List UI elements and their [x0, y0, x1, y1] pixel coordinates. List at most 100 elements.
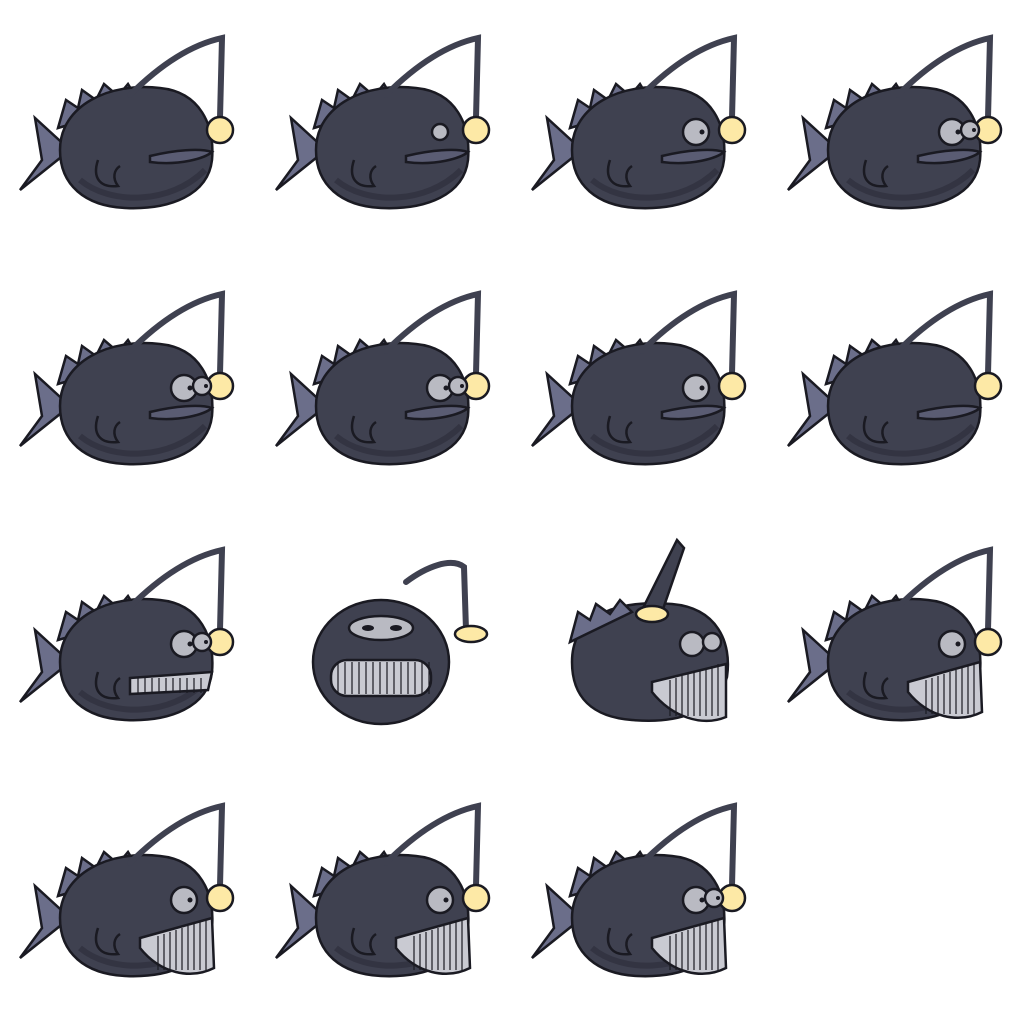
belly-shade [334, 423, 464, 457]
tail-fin [786, 370, 840, 447]
lure-rod [895, 290, 994, 377]
pectoral-fin [94, 671, 121, 700]
anglerfish-sprite [311, 560, 489, 726]
eye [430, 122, 450, 142]
eye [681, 117, 711, 147]
pupil [362, 625, 374, 631]
tail-fin [18, 626, 72, 703]
body [826, 341, 982, 466]
lure-bulb [461, 115, 491, 145]
pectoral-fin [94, 415, 121, 444]
eye [169, 885, 199, 915]
belly-shade [78, 679, 208, 713]
sprite-frame-10 [256, 512, 512, 768]
far-eye [191, 631, 213, 653]
pectoral-fin [94, 927, 121, 956]
mouth-teeth [329, 658, 433, 698]
mouth-teeth [128, 670, 214, 696]
mouth [916, 148, 983, 165]
far-pupil [460, 384, 464, 388]
mouth [404, 404, 471, 421]
mouth [148, 148, 215, 165]
pupil [443, 385, 449, 391]
anglerfish-sprite [18, 802, 235, 978]
body [58, 597, 214, 722]
sprite-frame-6 [256, 256, 512, 512]
anglerfish-sprite [18, 34, 235, 210]
anglerfish-sprite [786, 290, 1003, 466]
body [826, 85, 982, 210]
body [58, 85, 214, 210]
far-pupil [204, 384, 208, 388]
tail-fin [786, 114, 840, 191]
eyes-band [347, 614, 415, 642]
pectoral-fin [94, 159, 121, 188]
pectoral-fin [862, 671, 889, 700]
anglerfish-sprite [530, 802, 747, 978]
tail-fin [274, 114, 328, 191]
sprite-frame-3 [512, 0, 768, 256]
lure-bulb [634, 604, 670, 624]
anglerfish-sprite [568, 537, 730, 722]
lure-rod [639, 290, 738, 377]
pupil [955, 129, 961, 135]
lure-rod [127, 546, 226, 633]
pectoral-fin [350, 415, 377, 444]
lure-bulb [461, 883, 491, 913]
mouth [660, 404, 727, 421]
pupil [699, 129, 705, 135]
sprite-frame-15 [512, 768, 768, 1024]
pupil [187, 385, 193, 391]
belly-shade [590, 167, 720, 201]
belly-shade [78, 423, 208, 457]
far-eye [701, 631, 723, 653]
lure-rod [639, 802, 738, 889]
sprite-frame-12 [768, 512, 1024, 768]
pupil [443, 897, 449, 903]
far-eye [191, 375, 213, 397]
pupil [390, 625, 402, 631]
pectoral-fin [350, 159, 377, 188]
pectoral-fin [606, 927, 633, 956]
belly-shade [78, 167, 208, 201]
far-eye [959, 119, 981, 141]
body [570, 341, 726, 466]
tail-fin [786, 626, 840, 703]
eye [937, 629, 967, 659]
mouth [660, 148, 727, 165]
anglerfish-sprite [18, 546, 235, 722]
mouth [148, 404, 215, 421]
lure-bulb [717, 371, 747, 401]
lure-rod [127, 802, 226, 889]
anglerfish-sprite [786, 546, 1003, 722]
tail-fin [18, 370, 72, 447]
anglerfish-sprite [18, 290, 235, 466]
lure-rod [383, 290, 482, 377]
lure-rod [383, 802, 482, 889]
tail-fin [18, 882, 72, 959]
sprite-frame-5 [0, 256, 256, 512]
tail-fin [530, 370, 584, 447]
pectoral-fin [606, 415, 633, 444]
far-pupil [716, 896, 720, 900]
sprite-frame-11 [512, 512, 768, 768]
lure-rod [639, 34, 738, 121]
sprite-frame-2 [256, 0, 512, 256]
belly-shade [846, 423, 976, 457]
lure-bulb [717, 115, 747, 145]
tail-fin [274, 882, 328, 959]
mouth [404, 148, 471, 165]
lure-rod [403, 560, 469, 633]
far-eye [447, 375, 469, 397]
pupil [187, 897, 193, 903]
belly-shade [334, 167, 464, 201]
lure-rod [895, 546, 994, 633]
anglerfish-sprite [530, 290, 747, 466]
belly-shade [590, 423, 720, 457]
pectoral-fin [350, 927, 377, 956]
sprite-frame-9 [0, 512, 256, 768]
sprite-frame-4 [768, 0, 1024, 256]
lure-bulb [205, 883, 235, 913]
body [58, 341, 214, 466]
